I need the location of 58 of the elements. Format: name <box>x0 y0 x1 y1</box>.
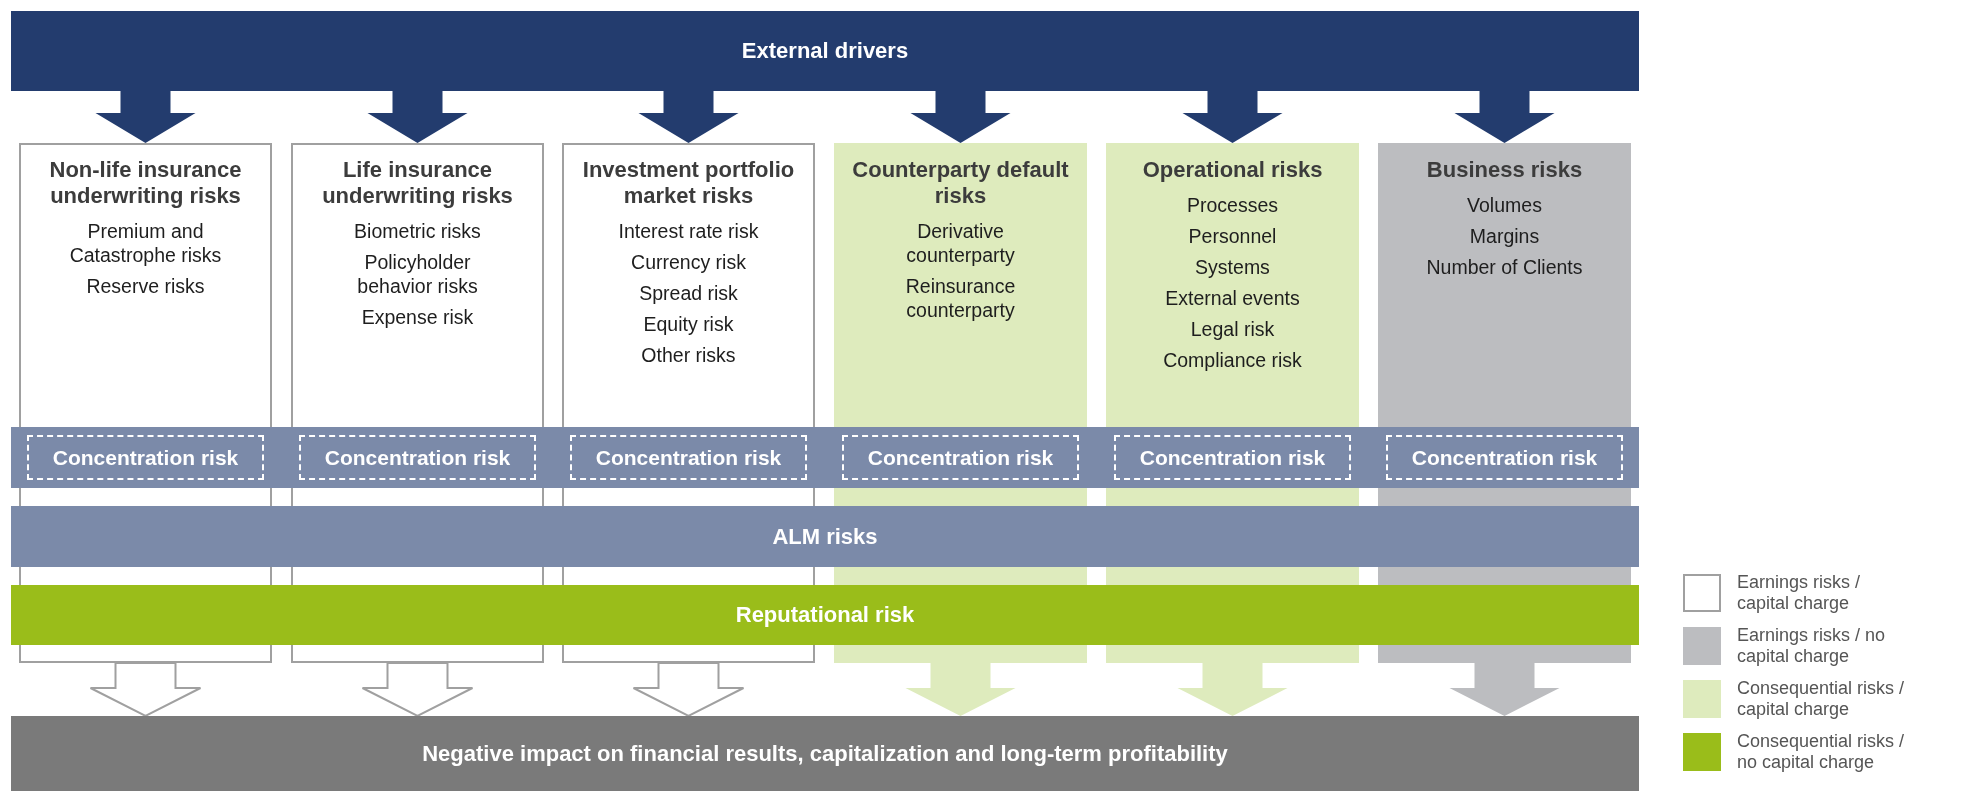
legend-text: Consequential risks / capital charge <box>1737 678 1906 720</box>
bar-label: ALM risks <box>772 523 878 550</box>
risk-item: Reinsurance counterparty <box>904 274 1017 322</box>
legend-text: Consequential risks / no capital charge <box>1737 731 1906 773</box>
risk-item: Interest rate risk <box>617 219 760 243</box>
risk-item: Reserve risks <box>85 274 206 298</box>
concentration-box: Concentration risk <box>1114 435 1351 480</box>
concentration-box: Concentration risk <box>299 435 536 480</box>
drivers-bar <box>11 11 1639 91</box>
block-arrow <box>638 91 739 143</box>
block-arrow <box>1449 663 1560 716</box>
concentration-box: Concentration risk <box>842 435 1079 480</box>
block-arrow <box>1454 91 1555 143</box>
legend-text: Earnings risks / no capital charge <box>1737 625 1887 667</box>
block-arrow <box>367 91 468 143</box>
column-heading: Operational risks <box>1141 157 1324 183</box>
block-arrow <box>95 91 196 143</box>
risk-item: Spread risk <box>638 281 739 305</box>
risk-item: Currency risk <box>630 250 747 274</box>
risk-item: Other risks <box>640 343 737 367</box>
bar-label: External drivers <box>741 38 909 64</box>
risk-item: Processes <box>1185 193 1279 217</box>
risk-item: Compliance risk <box>1162 348 1303 372</box>
impact-bar <box>11 716 1639 791</box>
risk-item: Systems <box>1194 255 1271 279</box>
column-heading: Life insurance underwriting risks <box>321 157 514 209</box>
risk-item: Biometric risks <box>353 219 482 243</box>
block-arrow <box>910 91 1011 143</box>
alm-bar <box>11 506 1639 567</box>
risk-item: Personnel <box>1187 224 1278 248</box>
concentration-box: Concentration risk <box>27 435 264 480</box>
risk-item: Policyholder behavior risks <box>356 250 479 298</box>
risk-item: Legal risk <box>1189 317 1276 341</box>
block-arrow <box>1182 91 1283 143</box>
block-arrow <box>361 662 474 718</box>
risk-item: Premium and Catastrophe risks <box>68 219 223 267</box>
bar-label: Negative impact on financial results, capitalization and long-term profitability <box>422 740 1228 767</box>
bar-label: Reputational risk <box>735 602 915 628</box>
risk-item: Number of Clients <box>1425 255 1584 279</box>
risk-item: Expense risk <box>360 305 475 329</box>
risk-item: Volumes <box>1466 193 1543 217</box>
column-heading: Non-life insurance underwriting risks <box>48 157 243 209</box>
risk-item: External events <box>1164 286 1301 310</box>
concentration-box: Concentration risk <box>570 435 807 480</box>
column-heading: Investment portfolio market risks <box>581 157 796 209</box>
reputational-bar <box>11 585 1639 645</box>
block-arrow <box>1177 663 1288 716</box>
block-arrow <box>632 662 745 718</box>
risk-item: Derivative counterparty <box>905 219 1016 267</box>
risk-item: Equity risk <box>642 312 735 336</box>
column-heading: Counterparty default risks <box>851 157 1070 209</box>
legend-text: Earnings risks / capital charge <box>1737 572 1862 614</box>
column-heading: Business risks <box>1425 157 1584 183</box>
block-arrow <box>905 663 1016 716</box>
concentration-band <box>11 427 1639 488</box>
block-arrow <box>89 662 202 718</box>
risk-item: Margins <box>1468 224 1541 248</box>
concentration-box: Concentration risk <box>1386 435 1623 480</box>
